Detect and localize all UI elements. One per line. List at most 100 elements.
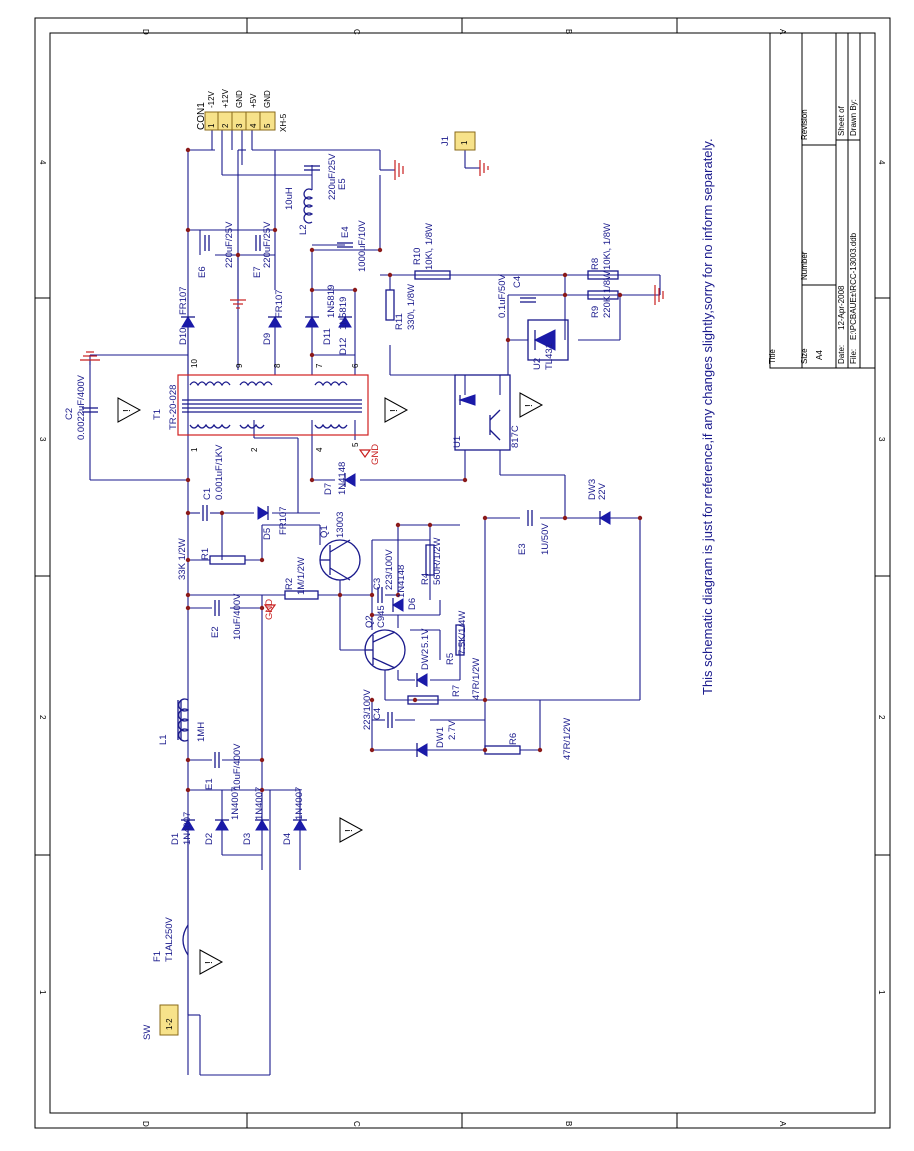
junction-dot — [219, 510, 225, 516]
d7-ref: D7 — [323, 483, 334, 495]
e7-value: 220uF/25V — [262, 221, 273, 268]
diode-d7 — [344, 473, 356, 487]
r7-value: 47R/1/2W — [471, 658, 482, 700]
con1-signal-3: GND — [235, 90, 244, 108]
warning-t1-glyph: ! — [389, 409, 400, 412]
d3-ref: D3 — [242, 833, 253, 845]
file-value: E:\PCBAUE±\RCC-13003.ddb — [849, 232, 858, 340]
diode-dw2 — [416, 673, 428, 687]
warning-fuse: ! — [199, 949, 224, 975]
capacitor-e7 — [255, 235, 261, 251]
zone-top-c: C — [352, 29, 361, 35]
c4b-ref: C4 — [512, 276, 523, 288]
con1-signal-4: +5V — [249, 93, 258, 108]
diode-d5 — [257, 506, 269, 520]
junction-dot — [309, 247, 315, 253]
title-block: Title Size A4 Number Revision Date: 12-A… — [768, 32, 876, 369]
d9-ref: D9 — [262, 333, 273, 345]
junction-dot — [395, 592, 401, 598]
dw1-value: 2.7V — [447, 720, 458, 740]
zone-bottom-c: C — [352, 1121, 361, 1127]
junction-dot — [185, 227, 191, 233]
r9-value: 220K 1/8W — [602, 271, 613, 318]
r8-ref: R8 — [590, 258, 601, 270]
q1-label: Q1 — [319, 525, 330, 538]
junction-dot — [412, 697, 418, 703]
resistor-r2 — [284, 590, 319, 600]
t1-pin-9: 9 — [235, 363, 244, 368]
zone-ticks — [35, 18, 890, 1128]
number-label: Number — [800, 251, 809, 280]
junction-dot — [369, 697, 375, 703]
con1-pin-numbers: 1 2 3 4 5 — [207, 123, 272, 128]
r1-ref: R1 — [200, 548, 211, 560]
ground-symbol-c2 — [80, 351, 100, 361]
zone-bottom-a: A — [778, 1121, 787, 1127]
zone-bottom-d: D — [141, 1121, 150, 1127]
junction-dot — [185, 557, 191, 563]
t1-pin-4: 4 — [315, 447, 324, 452]
junction-dot — [395, 522, 401, 528]
resistor-r10 — [414, 270, 451, 280]
e2-ref: E2 — [210, 626, 221, 638]
junction-dot — [185, 605, 191, 611]
r4-value: 560R/1/2W — [432, 537, 443, 585]
t1-pin-5: 5 — [351, 442, 360, 447]
con1-pin-1: 1 — [207, 123, 216, 128]
junction-dot — [562, 292, 568, 298]
c4a-value: 223/100V — [362, 689, 373, 730]
reference-notice: This schematic diagram is just for refer… — [700, 138, 715, 695]
u2-ref: U2 — [532, 358, 543, 370]
resistor-r5 — [455, 624, 465, 656]
transistor-q1 — [319, 539, 361, 581]
junction-dot — [185, 147, 191, 153]
e3-ref: E3 — [517, 543, 528, 555]
inductor-l1 — [177, 698, 190, 742]
junction-dot — [637, 515, 643, 521]
junction-dot — [562, 272, 568, 278]
capacitor-c2 — [82, 407, 98, 413]
r10-value: 10K\, 1/8W — [424, 223, 435, 270]
junction-dot — [337, 592, 343, 598]
e4-ref: E4 — [340, 226, 351, 238]
d4-ref: D4 — [282, 833, 293, 845]
c4b-value: 0.1uF/50V — [497, 274, 508, 318]
r6-ref: R6 — [508, 733, 519, 745]
junction-dot — [185, 592, 191, 598]
junction-dot — [259, 757, 265, 763]
warning-c2: ! — [117, 397, 142, 423]
r11-value: 330\, 1/8W — [406, 284, 417, 330]
r6-value: 47R/1/2W — [562, 718, 573, 760]
zone-right-1: 1 — [877, 990, 886, 995]
dw2-value: 5.1V — [420, 628, 431, 648]
con1-pin-3: 3 — [235, 123, 244, 128]
t1-pin-2: 2 — [250, 447, 259, 452]
junction-dot — [185, 510, 191, 516]
ground-symbol-e5 — [394, 160, 404, 180]
f1-ref: F1 — [152, 951, 163, 962]
junction-dot — [235, 252, 241, 258]
ground-symbol-j1 — [479, 160, 489, 176]
junction-dot — [185, 787, 191, 793]
junction-dot — [369, 592, 375, 598]
capacitor-e3 — [527, 510, 533, 526]
d12-ref: D12 — [338, 338, 349, 355]
l2-ref: L2 — [298, 224, 309, 235]
d1-value: 1N4007 — [182, 812, 193, 845]
e5-ref: E5 — [337, 178, 348, 190]
capacitor-c1 — [202, 505, 208, 521]
t1-ref: T1 — [152, 409, 163, 420]
zone-left-2: 2 — [38, 715, 47, 720]
diode-d6 — [392, 598, 404, 612]
q2-value: C945 — [376, 605, 387, 628]
d4-value: 1N4007 — [294, 787, 305, 820]
junction-dot — [505, 337, 511, 343]
gnd-arrow-primary — [263, 604, 277, 614]
capacitor-c3 — [377, 587, 383, 603]
ground-symbol-r8 — [654, 285, 664, 305]
warning-layer: !!!!! — [117, 392, 544, 975]
junction-dot — [259, 557, 265, 563]
capacitor-e4 — [337, 242, 353, 248]
d2-ref: D2 — [204, 833, 215, 845]
warning-bridge-glyph: ! — [344, 829, 355, 832]
